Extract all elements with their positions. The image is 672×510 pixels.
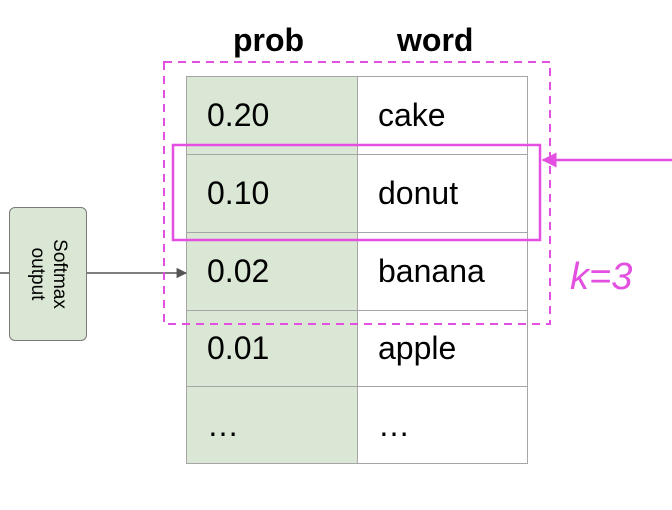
word-cell: cake xyxy=(357,76,528,155)
softmax-output-box: Softmax output xyxy=(9,207,87,341)
prob-cell: 0.10 xyxy=(186,154,358,233)
word-cell: donut xyxy=(357,154,528,233)
softmax-output-label: Softmax output xyxy=(26,239,70,309)
prob-cell: 0.02 xyxy=(186,232,358,311)
word-cell: apple xyxy=(357,310,528,387)
k-label: k=3 xyxy=(570,256,633,298)
word-cell: banana xyxy=(357,232,528,311)
prob-cell: 0.01 xyxy=(186,310,358,387)
prob-cell: … xyxy=(186,386,358,464)
column-header-prob: prob xyxy=(233,22,305,58)
prob-cell: 0.20 xyxy=(186,76,358,155)
word-cell: … xyxy=(357,386,528,464)
column-header-word: word xyxy=(397,22,474,58)
